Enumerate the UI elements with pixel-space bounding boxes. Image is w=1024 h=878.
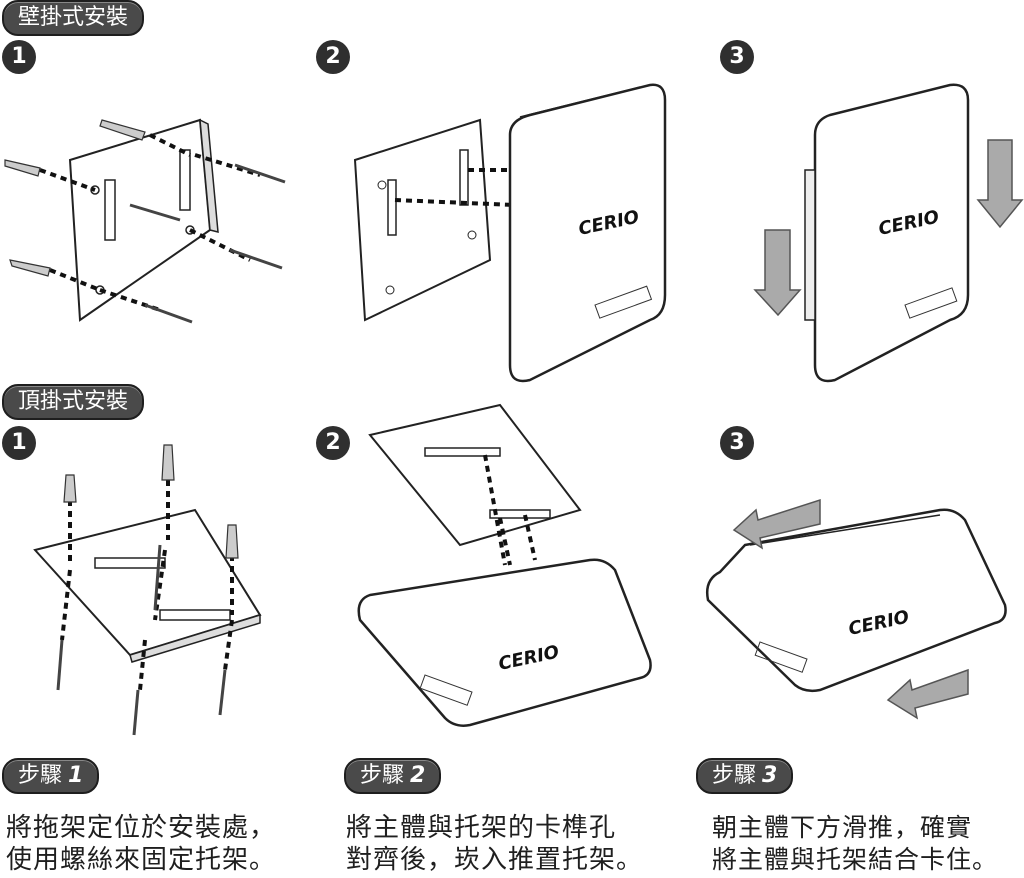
wall-step-1-marker: 1 xyxy=(2,40,36,74)
ceiling-slide-illustration: CERIO xyxy=(706,498,1007,720)
step-1-description: 將拖架定位於安裝處， 使用螺絲來固定托架。 xyxy=(6,812,276,876)
wall-slide-down-illustration: CERIO xyxy=(753,83,1024,383)
ceiling-attach-device-illustration: CERIO xyxy=(357,403,652,727)
step-2-line-1: 將主體與托架的卡榫孔 xyxy=(346,813,617,843)
step-2-number: 2 xyxy=(410,763,426,788)
step-2-line-2: 對齊後，崁入推置托架。 xyxy=(346,845,644,875)
step-3-label: 步驟 xyxy=(712,763,757,788)
wall-step-2-marker: 2 xyxy=(316,40,350,74)
step-1-number: 1 xyxy=(68,763,84,788)
wall-step-3-marker: 3 xyxy=(720,40,754,74)
step-1-label: 步驟 xyxy=(18,763,63,788)
ceiling-mount-title: 頂掛式安裝 xyxy=(2,384,145,420)
ceiling-step-2-marker: 2 xyxy=(316,426,350,460)
wall-bracket-screws-illustration xyxy=(4,118,286,324)
ceiling-bracket-screws-illustration xyxy=(33,444,262,736)
step-3-line-2: 將主體與托架結合卡住。 xyxy=(712,845,999,874)
step-2-label: 步驟 xyxy=(360,763,405,788)
step-2-description: 將主體與托架的卡榫孔 對齊後，崁入推置托架。 xyxy=(346,812,643,876)
wall-mount-title: 壁掛式安裝 xyxy=(2,0,145,36)
ceiling-step-1-marker: 1 xyxy=(2,426,36,460)
step-1-line-2: 使用螺絲來固定托架。 xyxy=(6,845,277,875)
step-3-description: 朝主體下方滑推，確實 將主體與托架結合卡住。 xyxy=(712,812,998,876)
step-3-number: 3 xyxy=(762,763,778,788)
step-3-line-1: 朝主體下方滑推，確實 xyxy=(712,813,973,842)
wall-attach-device-illustration: CERIO xyxy=(353,83,667,383)
ceiling-step-3-marker: 3 xyxy=(720,426,754,460)
step-1-line-1: 將拖架定位於安裝處， xyxy=(6,813,277,843)
